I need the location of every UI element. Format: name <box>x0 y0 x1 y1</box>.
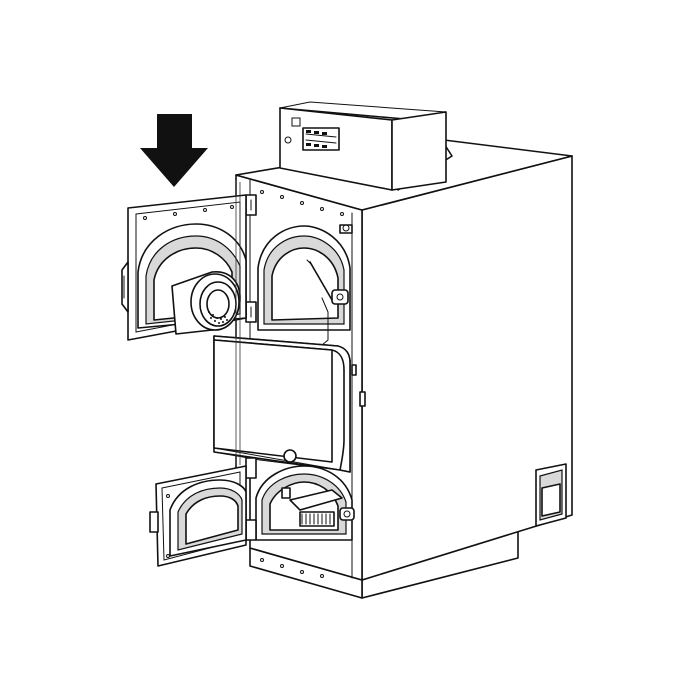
down-arrow-icon <box>140 114 208 187</box>
lower-burner <box>281 487 355 527</box>
control-panel <box>279 101 453 191</box>
boiler-cabinet <box>235 139 573 599</box>
frame-screws <box>260 190 344 578</box>
burner-perforations <box>208 311 228 324</box>
side-access-panel <box>535 463 567 527</box>
front-edge-shading <box>235 180 241 465</box>
upper-door <box>121 194 247 341</box>
lower-chamber <box>245 457 355 541</box>
middle-cover <box>213 335 366 473</box>
upper-chamber <box>245 194 353 346</box>
lower-door <box>149 465 247 567</box>
